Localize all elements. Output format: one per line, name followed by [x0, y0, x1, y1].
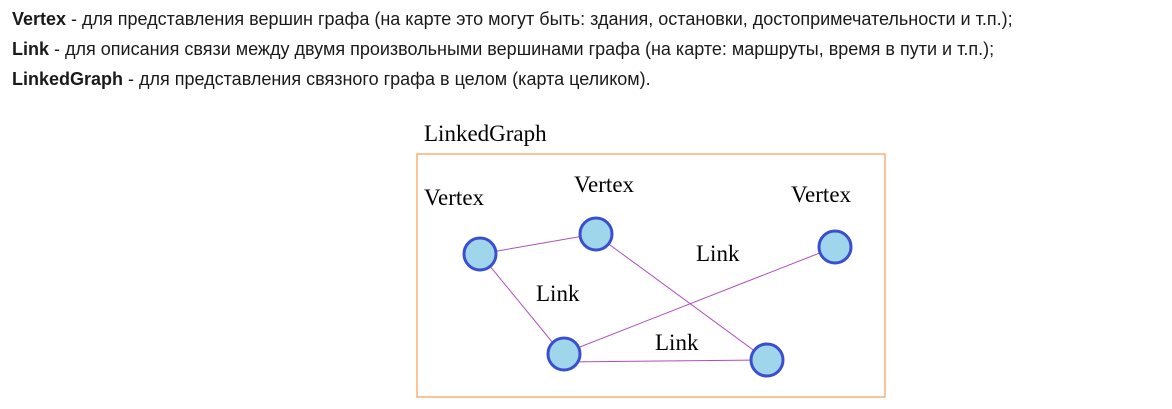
edges-group: [479, 233, 836, 363]
vertex-label-3: Vertex: [791, 182, 852, 207]
edge-v1-v2: [479, 233, 596, 255]
vertex-node-2: [578, 216, 614, 252]
graph-diagram-svg: LinkedGraph Vertex Vertex Vertex Link Li…: [416, 121, 886, 398]
edge-v4-v3: [561, 246, 836, 355]
vertex-label-2: Vertex: [574, 172, 635, 197]
vertex-description: - для представления вершин графа (на кар…: [66, 9, 1013, 29]
link-description: - для описания связи между двумя произво…: [49, 39, 995, 59]
link-label-3: Link: [655, 330, 699, 355]
vertex-term: Vertex: [12, 9, 67, 29]
container-label: LinkedGraph: [424, 121, 547, 146]
vertices-group: [462, 216, 853, 378]
description-text: Vertex - для представления вершин графа …: [12, 4, 1162, 94]
link-term: Link: [12, 39, 50, 59]
vertex-node-5: [749, 342, 785, 378]
vertex-node-3: [817, 229, 853, 265]
vertex-label-1: Vertex: [424, 185, 485, 210]
vertex-node-4: [546, 336, 582, 372]
link-label-1: Link: [696, 241, 740, 266]
vertex-node-1: [462, 236, 498, 272]
container-box: [416, 153, 886, 398]
linkedgraph-definition-line: LinkedGraph - для представления связного…: [12, 64, 1162, 94]
graph-diagram: LinkedGraph Vertex Vertex Vertex Link Li…: [400, 112, 900, 409]
link-definition-line: Link - для описания связи между двумя пр…: [12, 34, 1162, 64]
linkedgraph-description: - для представления связного графа в цел…: [123, 69, 651, 89]
edge-v2-v5: [594, 233, 768, 361]
edge-v4-v5: [561, 359, 768, 363]
linkedgraph-term: LinkedGraph: [12, 69, 124, 89]
edge-v1-v4: [479, 253, 563, 355]
vertex-definition-line: Vertex - для представления вершин графа …: [12, 4, 1162, 34]
link-label-2: Link: [536, 281, 580, 306]
